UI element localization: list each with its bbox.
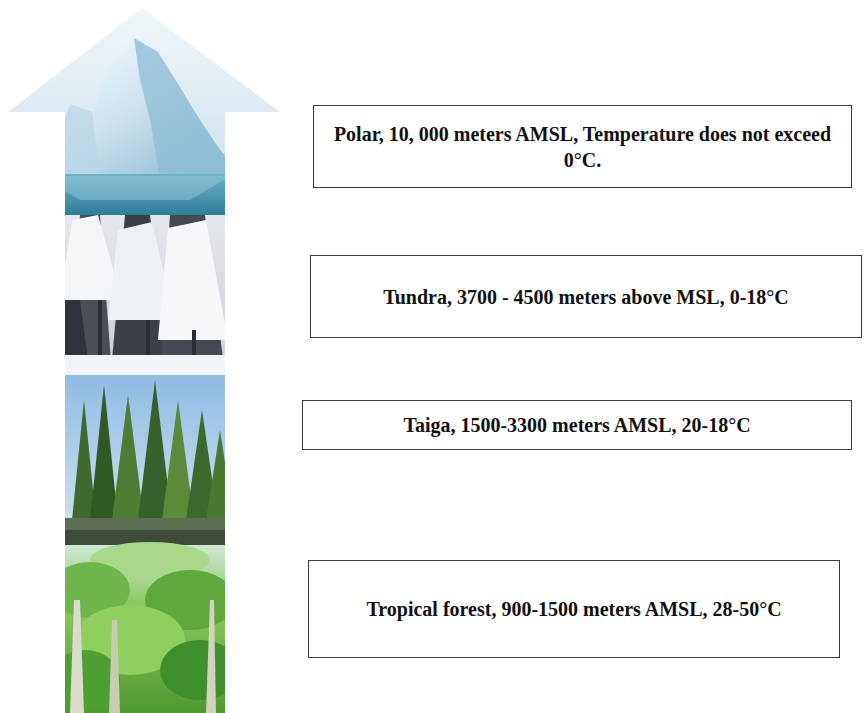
zone-text-holder: Taiga, 1500-3300 meters AMSL, 20-18°C xyxy=(403,412,750,438)
zone-label: Polar, 10, 000 meters AMSL, Temperature … xyxy=(324,121,841,173)
zone-box: Tropical forest, 900-1500 meters AMSL, 2… xyxy=(308,560,840,658)
tropical-forest-image xyxy=(0,542,290,713)
tundra-snow-forest-image xyxy=(0,215,290,376)
zone-box: Polar, 10, 000 meters AMSL, Temperature … xyxy=(313,105,852,188)
zone-label: Tropical forest, 900-1500 meters AMSL, 2… xyxy=(366,596,781,622)
polar-iceberg-image xyxy=(0,0,290,216)
zone-text-holder: Polar, 10, 000 meters AMSL, Temperature … xyxy=(324,121,841,173)
zone-label: Tundra, 3700 - 4500 meters above MSL, 0-… xyxy=(383,284,789,310)
zone-label: Taiga, 1500-3300 meters AMSL, 20-18°C xyxy=(403,412,750,438)
zone-box: Taiga, 1500-3300 meters AMSL, 20-18°C xyxy=(302,400,852,450)
zone-box: Tundra, 3700 - 4500 meters above MSL, 0-… xyxy=(310,255,862,338)
zone-text-holder: Tundra, 3700 - 4500 meters above MSL, 0-… xyxy=(383,284,789,310)
taiga-conifer-forest-image xyxy=(0,375,290,546)
zone-text-holder: Tropical forest, 900-1500 meters AMSL, 2… xyxy=(366,596,781,622)
zone-photos xyxy=(0,0,290,713)
